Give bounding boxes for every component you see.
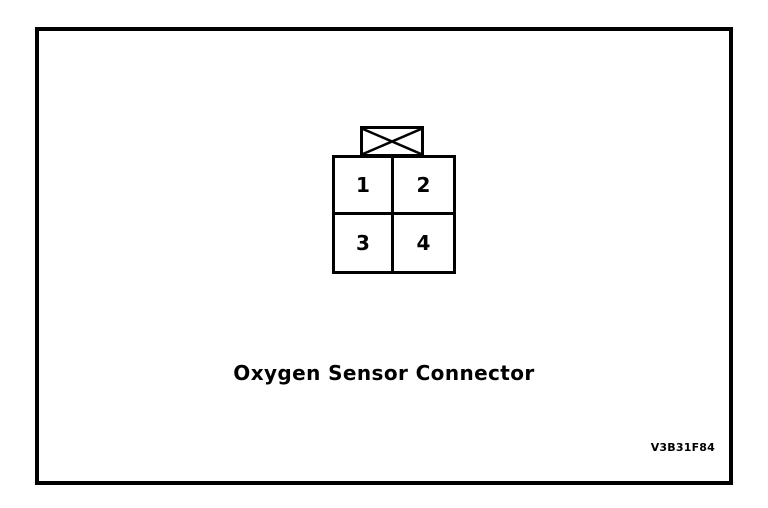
pin-cell-1: 1: [335, 158, 394, 215]
pin-number-label: 4: [416, 230, 431, 255]
x-cross-icon: [363, 129, 421, 154]
connector-pin-grid: 1 2 3 4: [332, 155, 456, 274]
pin-number-label: 3: [356, 230, 370, 255]
pin-cell-4: 4: [394, 215, 453, 272]
pin-number-label: 2: [416, 172, 431, 197]
figure-frame: 1 2 3 4 Oxygen Sensor Connector V3B31F84: [35, 27, 733, 485]
pin-number-label: 1: [356, 172, 370, 197]
connector-locking-tab: [360, 126, 424, 157]
figure-reference-code: V3B31F84: [650, 441, 715, 454]
figure-caption: Oxygen Sensor Connector: [233, 361, 535, 385]
oxygen-sensor-connector-diagram: 1 2 3 4: [332, 126, 456, 276]
pin-cell-2: 2: [394, 158, 453, 215]
pin-cell-3: 3: [335, 214, 394, 271]
